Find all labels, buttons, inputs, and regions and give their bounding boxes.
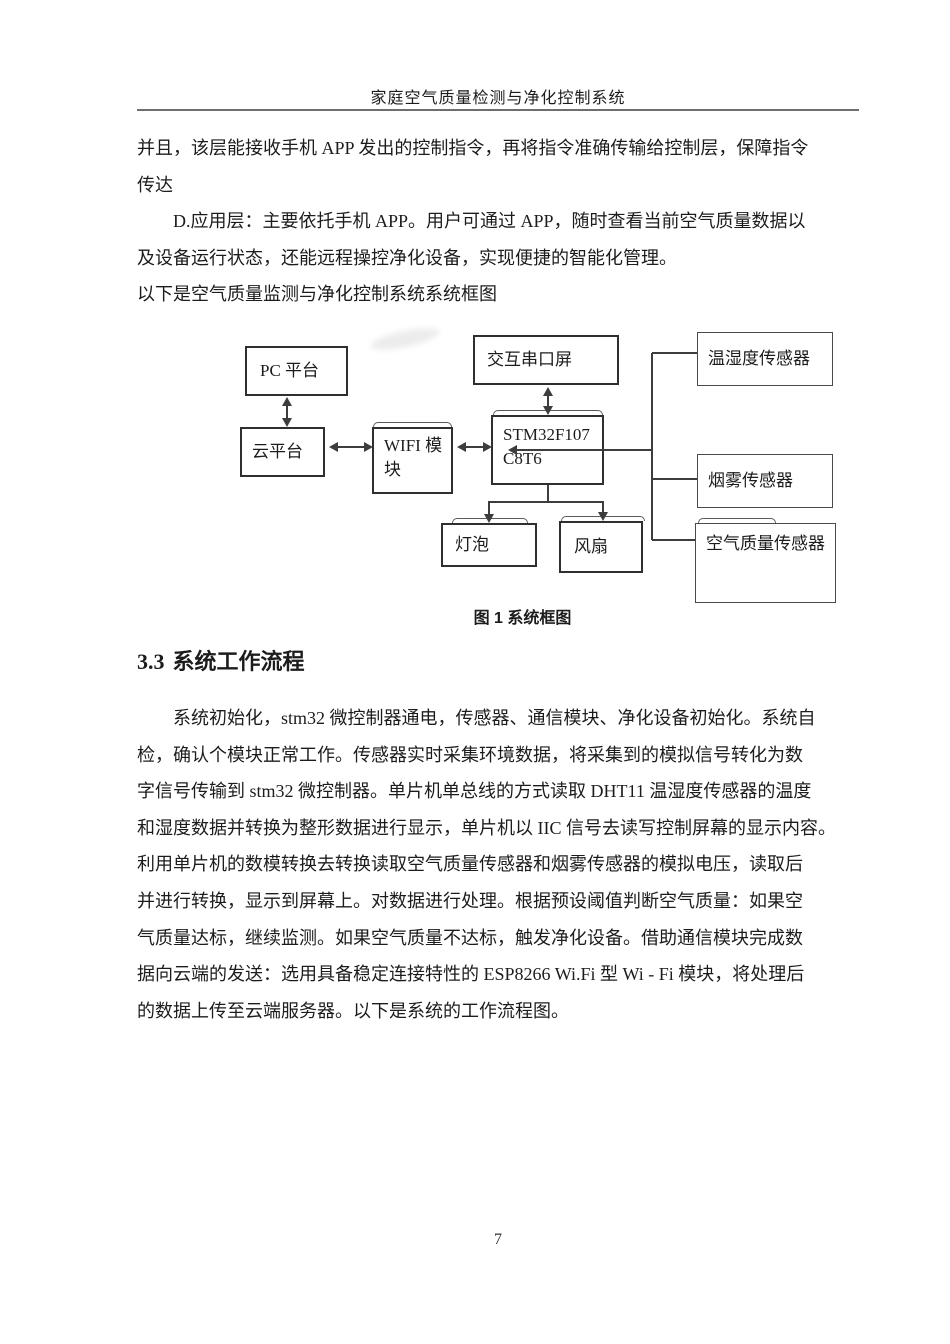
arrow-pc-cloud-down-head xyxy=(282,418,292,427)
arrow-cloud-wifi-right-head xyxy=(364,442,373,452)
arrow-screen-mcu-line xyxy=(547,395,549,407)
paragraph-diagram-intro: 以下是空气质量监测与净化控制系统系统框图 xyxy=(137,284,497,305)
paragraph-continuation: 并且，该层能接收手机 APP 发出的控制指令，再将指令准确传输给控制层，保障指令… xyxy=(137,138,809,195)
arrow-sensors-mcu-head xyxy=(508,445,517,455)
arrow-wifi-mcu-right-head xyxy=(483,442,492,452)
page-number: 7 xyxy=(494,1231,502,1248)
diagram-box-air-quality-sensor: 空气质量传感器 xyxy=(695,523,836,603)
workflow-text-block: 系统初始化，stm32 微控制器通电，传感器、通信模块、净化设备初始化。系统自 … xyxy=(137,700,877,1029)
paragraph-application-layer: D.应用层：主要依托手机 APP。用户可通过 APP，随时查看当前空气质量数据以… xyxy=(137,211,806,268)
diagram-box-fan: 风扇 xyxy=(559,521,643,573)
wifi-box-top-shadow xyxy=(373,422,452,427)
arrow-sensors-mcu-line xyxy=(517,449,652,451)
section-title: 系统工作流程 xyxy=(172,649,305,674)
section-heading: 3.3 系统工作流程 xyxy=(137,644,305,676)
bus-stub-smoke-sensor xyxy=(652,478,697,480)
arrow-cloud-wifi-left-head xyxy=(329,442,338,452)
air-box-top-shadow xyxy=(698,518,776,523)
bus-stub-air-sensor xyxy=(652,539,695,541)
paragraph-workflow: 系统初始化，stm32 微控制器通电，传感器、通信模块、净化设备初始化。系统自 … xyxy=(137,708,836,1021)
diagram-box-serial-screen: 交互串口屏 xyxy=(473,335,619,385)
diagram-box-smoke-sensor: 烟雾传感器 xyxy=(697,454,833,508)
arrow-screen-mcu-up-head xyxy=(543,387,553,396)
diagram-box-bulb: 灯泡 xyxy=(441,523,537,567)
sensor-bus-vertical-line xyxy=(651,353,653,540)
section-number: 3.3 xyxy=(137,649,165,674)
arrow-mcu-fan-line xyxy=(602,501,604,512)
body-text-block: 并且，该层能接收手机 APP 发出的控制指令，再将指令准确传输给控制层，保障指令… xyxy=(137,130,877,313)
arrow-cloud-wifi-line xyxy=(337,446,365,448)
system-block-diagram: PC 平台 云平台 WIFI 模 块 交互串口屏 STM32F107 C8T6 … xyxy=(190,323,855,627)
page-header-title: 家庭空气质量检测与净化控制系统 xyxy=(370,90,626,107)
header-divider xyxy=(137,109,859,111)
diagram-box-cloud-platform: 云平台 xyxy=(240,427,325,477)
mcu-output-stem-line xyxy=(547,485,549,502)
diagram-box-wifi-module: WIFI 模 块 xyxy=(372,427,453,494)
diagram-box-pc-platform: PC 平台 xyxy=(245,346,348,396)
arrow-wifi-mcu-line xyxy=(465,446,484,448)
bus-stub-temp-sensor xyxy=(652,352,697,354)
scan-smudge xyxy=(369,323,441,355)
arrow-mcu-bulb-line xyxy=(488,501,490,514)
arrow-screen-mcu-down-head xyxy=(543,406,553,415)
arrow-mcu-fan-head xyxy=(598,512,608,521)
diagram-box-temp-humidity-sensor: 温湿度传感器 xyxy=(697,332,833,386)
mcu-output-split-line xyxy=(488,501,604,503)
arrow-wifi-mcu-left-head xyxy=(457,442,466,452)
arrow-mcu-bulb-head xyxy=(484,514,494,523)
arrow-pc-cloud-line xyxy=(286,405,288,419)
arrow-pc-cloud-up-head xyxy=(282,397,292,406)
figure-caption: 图 1 系统框图 xyxy=(473,610,572,627)
